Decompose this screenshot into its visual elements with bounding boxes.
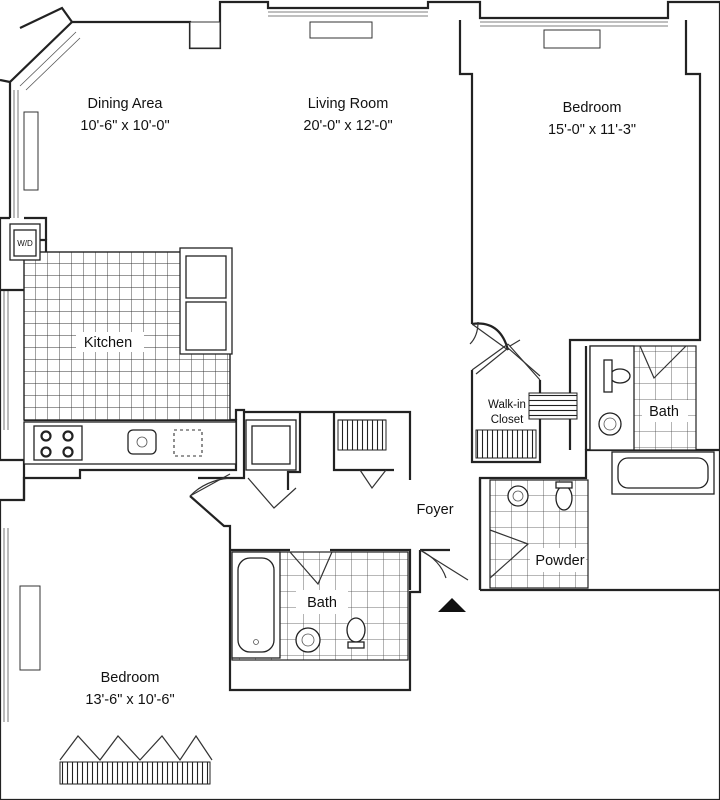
dining-area-name: Dining Area xyxy=(88,96,164,112)
main-bath xyxy=(589,345,715,495)
closets xyxy=(245,419,387,509)
dining-area-size: 10'-6" x 10'-0" xyxy=(80,118,169,134)
windows xyxy=(3,11,668,722)
second-bath-name: Bath xyxy=(307,595,337,611)
sink-icon xyxy=(598,412,622,436)
toilet-icon xyxy=(609,368,631,384)
foyer-name: Foyer xyxy=(416,502,453,518)
toilet-icon xyxy=(346,617,366,643)
entry-arrow-icon xyxy=(438,598,466,612)
living-room-size: 20'-0" x 12'-0" xyxy=(303,118,392,134)
burner-icon xyxy=(62,446,74,458)
walk-in-closet-line2: Closet xyxy=(491,414,524,426)
second-bedroom-name: Bedroom xyxy=(101,670,160,686)
washer-dryer-closet: W/D xyxy=(9,223,41,261)
living-room-name: Living Room xyxy=(308,96,389,112)
doors xyxy=(189,321,479,581)
powder-room xyxy=(489,479,589,589)
kitchen-counter xyxy=(23,421,237,465)
burner-icon xyxy=(62,430,74,442)
powder-room-name: Powder xyxy=(535,553,584,569)
burner-icon xyxy=(40,430,52,442)
walk-in-closet-line1: Walk-in xyxy=(488,399,526,411)
bedroom-closet xyxy=(59,734,213,785)
kitchen-name: Kitchen xyxy=(84,335,132,351)
walk-in-closet xyxy=(475,347,578,459)
main-bedroom-size: 15'-0" x 11'-3" xyxy=(548,122,636,138)
sink-icon xyxy=(127,429,157,455)
toilet-icon xyxy=(555,485,573,511)
sink-icon xyxy=(295,627,321,653)
second-bath xyxy=(231,551,409,661)
main-bedroom-name: Bedroom xyxy=(563,100,622,116)
burner-icon xyxy=(40,446,52,458)
main-bath-name: Bath xyxy=(649,404,679,420)
sink-icon xyxy=(507,485,529,507)
washer-dryer-label: W/D xyxy=(17,239,33,248)
room-labels: Dining Area 10'-6" x 10'-0" Living Room … xyxy=(80,96,679,708)
second-bedroom-size: 13'-6" x 10'-6" xyxy=(85,692,174,708)
kitchen-area xyxy=(23,247,233,421)
